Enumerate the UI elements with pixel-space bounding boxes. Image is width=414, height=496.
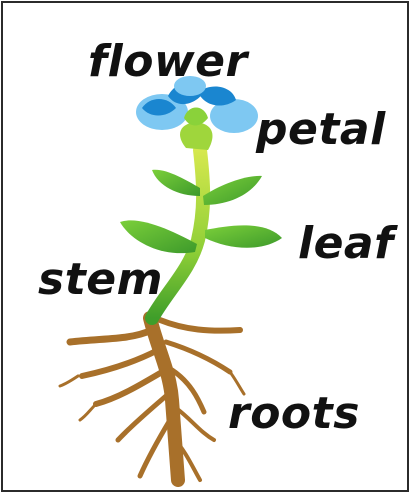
label-leaf: leaf bbox=[298, 222, 394, 266]
flower-shape bbox=[136, 76, 258, 150]
roots-shape bbox=[60, 318, 244, 480]
label-roots: roots bbox=[228, 392, 360, 436]
label-petal: petal bbox=[256, 108, 386, 152]
label-flower: flower bbox=[88, 40, 248, 84]
label-stem: stem bbox=[38, 258, 163, 302]
